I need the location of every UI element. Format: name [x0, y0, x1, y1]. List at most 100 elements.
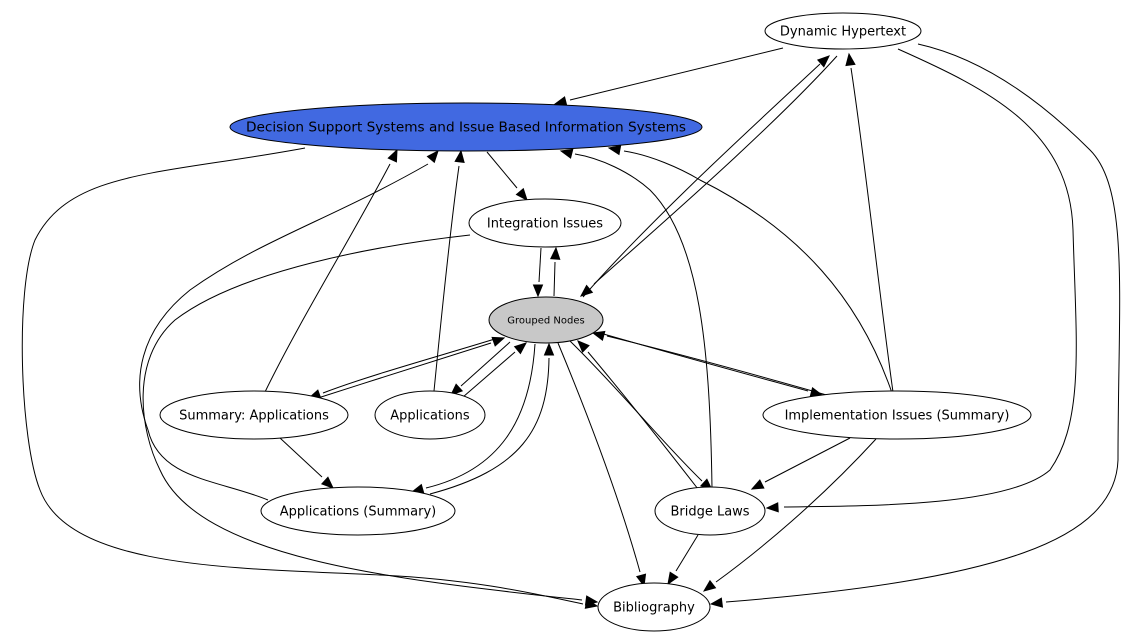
- edge-grouped-nodes-to-dynamic-hypertext-arrowhead: [816, 55, 830, 68]
- node-applications-summary-shape: [260, 486, 456, 536]
- node-integration-issues-label: Integration Issues: [487, 217, 603, 232]
- node-decision-support-label: Decision Support Systems and Issue Based…: [246, 121, 686, 136]
- node-applications-summary-label: Applications (Summary): [280, 505, 437, 520]
- node-integration-issues[interactable]: Integration Issues: [468, 198, 622, 248]
- edge-implementation-issues-summary-to-bibliography: [702, 438, 877, 592]
- node-decision-support-shape: [229, 102, 703, 152]
- edge-dynamic-hypertext-to-bridge-laws-line: [783, 48, 1077, 508]
- edge-decision-support-to-integration-issues-line: [486, 151, 518, 189]
- edge-dynamic-hypertext-to-bridge-laws: [765, 48, 1077, 513]
- node-summary-applications-label: Summary: Applications: [179, 409, 329, 424]
- edge-implementation-issues-summary-to-decision-support-line: [623, 150, 893, 394]
- edge-grouped-nodes-to-applications: [450, 341, 511, 396]
- edge-dynamic-hypertext-to-bibliography-line: [725, 43, 1121, 603]
- node-grouped-nodes-shape: [488, 296, 604, 344]
- node-summary-applications-shape: [159, 390, 349, 440]
- edge-grouped-nodes-to-bridge-laws: [569, 340, 713, 491]
- node-decision-support[interactable]: Decision Support Systems and Issue Based…: [229, 102, 703, 152]
- edge-summary-applications-to-grouped-nodes-arrowhead: [491, 336, 506, 347]
- node-grouped-nodes-label: Grouped Nodes: [507, 316, 584, 327]
- edge-grouped-nodes-to-applications-line: [460, 341, 511, 387]
- edge-dynamic-hypertext-to-bibliography-arrowhead: [709, 597, 724, 608]
- edge-implementation-issues-summary-to-decision-support: [607, 144, 893, 394]
- node-dynamic-hypertext[interactable]: Dynamic Hypertext: [764, 12, 922, 50]
- edge-implementation-issues-summary-to-bridge-laws-line: [764, 437, 851, 483]
- edge-decision-support-to-integration-issues-arrowhead: [515, 187, 528, 202]
- edge-implementation-issues-summary-to-grouped-nodes: [591, 330, 831, 397]
- edge-integration-issues-to-grouped-nodes-arrowhead: [532, 284, 544, 298]
- node-bibliography[interactable]: Bibliography: [597, 582, 711, 632]
- edge-dynamic-hypertext-to-bridge-laws-arrowhead: [765, 502, 779, 513]
- edge-implementation-issues-summary-to-dynamic-hypertext: [845, 52, 894, 393]
- node-bibliography-shape: [597, 582, 711, 632]
- edge-decision-support-to-integration-issues: [486, 151, 528, 202]
- edge-integration-issues-to-grouped-nodes-line: [538, 247, 542, 283]
- edge-grouped-nodes-to-summary-applications: [307, 337, 499, 400]
- edge-summary-applications-to-decision-support-line: [264, 163, 391, 393]
- edge-dynamic-hypertext-to-grouped-nodes-line: [593, 55, 838, 285]
- edge-summary-applications-to-applications-summary-arrowhead: [320, 476, 334, 489]
- edge-summary-applications-to-applications-summary: [279, 437, 334, 489]
- edge-bridge-laws-to-decision-support-line: [574, 153, 713, 489]
- edge-applications-summary-to-grouped-nodes-arrowhead: [543, 342, 555, 356]
- node-summary-applications[interactable]: Summary: Applications: [159, 390, 349, 440]
- edge-bridge-laws-to-bibliography-arrowhead: [667, 571, 679, 586]
- node-implementation-issues-summary[interactable]: Implementation Issues (Summary): [762, 390, 1032, 440]
- edge-summary-applications-to-grouped-nodes: [317, 336, 506, 399]
- edge-grouped-nodes-to-dynamic-hypertext-line: [582, 63, 821, 298]
- edge-applications-to-decision-support-arrowhead: [454, 149, 465, 164]
- edge-grouped-nodes-to-integration-issues-arrowhead: [550, 246, 561, 260]
- edge-applications-to-grouped-nodes-arrowhead: [513, 342, 528, 355]
- node-applications-label: Applications: [390, 409, 470, 424]
- node-dynamic-hypertext-label: Dynamic Hypertext: [780, 25, 906, 40]
- edge-applications-summary-to-grouped-nodes-line: [429, 357, 550, 495]
- edge-implementation-issues-summary-to-dynamic-hypertext-arrowhead: [845, 52, 856, 67]
- edge-dynamic-hypertext-to-grouped-nodes-arrowhead: [579, 284, 594, 297]
- edge-summary-applications-to-grouped-nodes-line: [317, 342, 492, 399]
- edge-dynamic-hypertext-to-bibliography: [709, 43, 1121, 608]
- edge-applications-summary-to-decision-support-line: [139, 163, 429, 501]
- edge-bridge-laws-to-bibliography: [667, 534, 699, 586]
- edge-applications-summary-to-grouped-nodes: [429, 342, 555, 495]
- edge-bridge-laws-to-grouped-nodes-arrowhead: [577, 340, 590, 353]
- node-applications[interactable]: Applications: [374, 390, 486, 440]
- edge-implementation-issues-summary-to-grouped-nodes-arrowhead: [591, 330, 606, 342]
- edge-integration-issues-to-grouped-nodes: [532, 247, 544, 298]
- edge-bridge-laws-to-decision-support-arrowhead: [559, 148, 574, 159]
- edge-grouped-nodes-to-summary-applications-line: [322, 337, 499, 394]
- node-grouped-nodes[interactable]: Grouped Nodes: [488, 296, 604, 344]
- edge-bridge-laws-to-grouped-nodes-line: [587, 351, 699, 490]
- node-bridge-laws-shape: [654, 486, 766, 536]
- edge-implementation-issues-summary-to-bridge-laws-arrowhead: [750, 479, 765, 490]
- edge-bridge-laws-to-grouped-nodes: [577, 340, 699, 490]
- edge-implementation-issues-summary-to-decision-support-arrowhead: [607, 144, 622, 156]
- edge-bridge-laws-to-decision-support: [559, 148, 713, 489]
- edge-grouped-nodes-to-integration-issues-line: [553, 261, 556, 297]
- edge-dynamic-hypertext-to-decision-support: [553, 47, 784, 107]
- edge-summary-applications-to-applications-summary-line: [279, 437, 323, 478]
- node-applications-summary[interactable]: Applications (Summary): [260, 486, 456, 536]
- node-dynamic-hypertext-shape: [764, 12, 922, 50]
- edge-implementation-issues-summary-to-grouped-nodes-line: [606, 335, 831, 397]
- nodes-layer: Dynamic Hypertext Decision Support Syste…: [159, 12, 1032, 632]
- edge-dynamic-hypertext-to-grouped-nodes: [579, 55, 838, 297]
- node-implementation-issues-summary-label: Implementation Issues (Summary): [785, 409, 1010, 424]
- edge-summary-applications-to-decision-support: [264, 148, 398, 393]
- edge-dynamic-hypertext-to-decision-support-line: [569, 47, 784, 101]
- edge-applications-summary-to-decision-support: [139, 149, 439, 501]
- edge-grouped-nodes-to-applications-arrowhead: [450, 383, 464, 396]
- node-bridge-laws-label: Bridge Laws: [670, 505, 749, 520]
- edge-grouped-nodes-to-dynamic-hypertext: [582, 55, 830, 298]
- edge-applications-summary-to-decision-support-arrowhead: [426, 149, 439, 164]
- edge-applications-to-grouped-nodes: [462, 342, 528, 398]
- edge-grouped-nodes-to-applications-summary-line: [425, 343, 536, 489]
- node-applications-shape: [374, 390, 486, 440]
- edge-bridge-laws-to-bibliography-line: [675, 534, 699, 572]
- node-bibliography-label: Bibliography: [613, 601, 695, 616]
- edges-layer: [21, 43, 1121, 609]
- edge-integration-issues-to-bibliography-arrowhead: [584, 595, 599, 606]
- edge-decision-support-to-bibliography-line: [21, 147, 584, 605]
- edge-implementation-issues-summary-to-bibliography-line: [715, 438, 877, 583]
- node-bridge-laws[interactable]: Bridge Laws: [654, 486, 766, 536]
